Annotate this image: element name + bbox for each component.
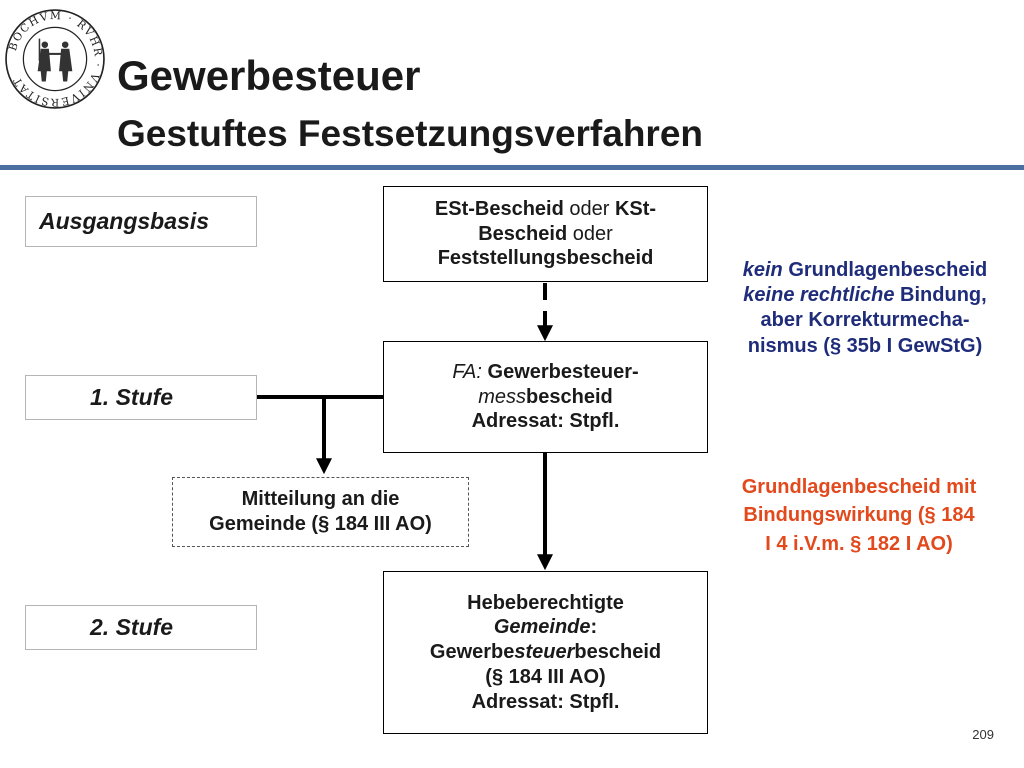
- box-gewerbesteuermessbescheid: FA: Gewerbesteuer- messbescheid Adressat…: [383, 341, 708, 453]
- page-subtitle: Gestuftes Festsetzungsverfahren: [117, 113, 704, 154]
- label-stufe-1: 1. Stufe: [25, 375, 257, 420]
- box-gewerbesteuerbescheid: Hebeberechtigte Gemeinde: Gewerbesteuerb…: [383, 571, 708, 734]
- university-seal-logo: BOCHVM · RVHR · VNIVERSITAT: [5, 9, 105, 109]
- label-stufe-2: 2. Stufe: [25, 605, 257, 650]
- note-kein-grundlagenbescheid: kein Grundlagenbescheid keine rechtliche…: [742, 259, 988, 357]
- page-number: 209: [972, 727, 994, 742]
- header-rule: [0, 165, 1024, 170]
- box-mitteilung-gemeinde: Mitteilung an die Gemeinde (§ 184 III AO…: [172, 477, 469, 547]
- label-ausgangsbasis: Ausgangsbasis: [25, 196, 257, 247]
- page-title: Gewerbesteuer: [117, 52, 421, 99]
- note-grundlagenbescheid-bindung: Grundlagenbescheid mit Bindungswirkung (…: [741, 476, 977, 555]
- box-est-bescheid: ESt-Bescheid oder KSt- Bescheid oder Fes…: [383, 186, 708, 282]
